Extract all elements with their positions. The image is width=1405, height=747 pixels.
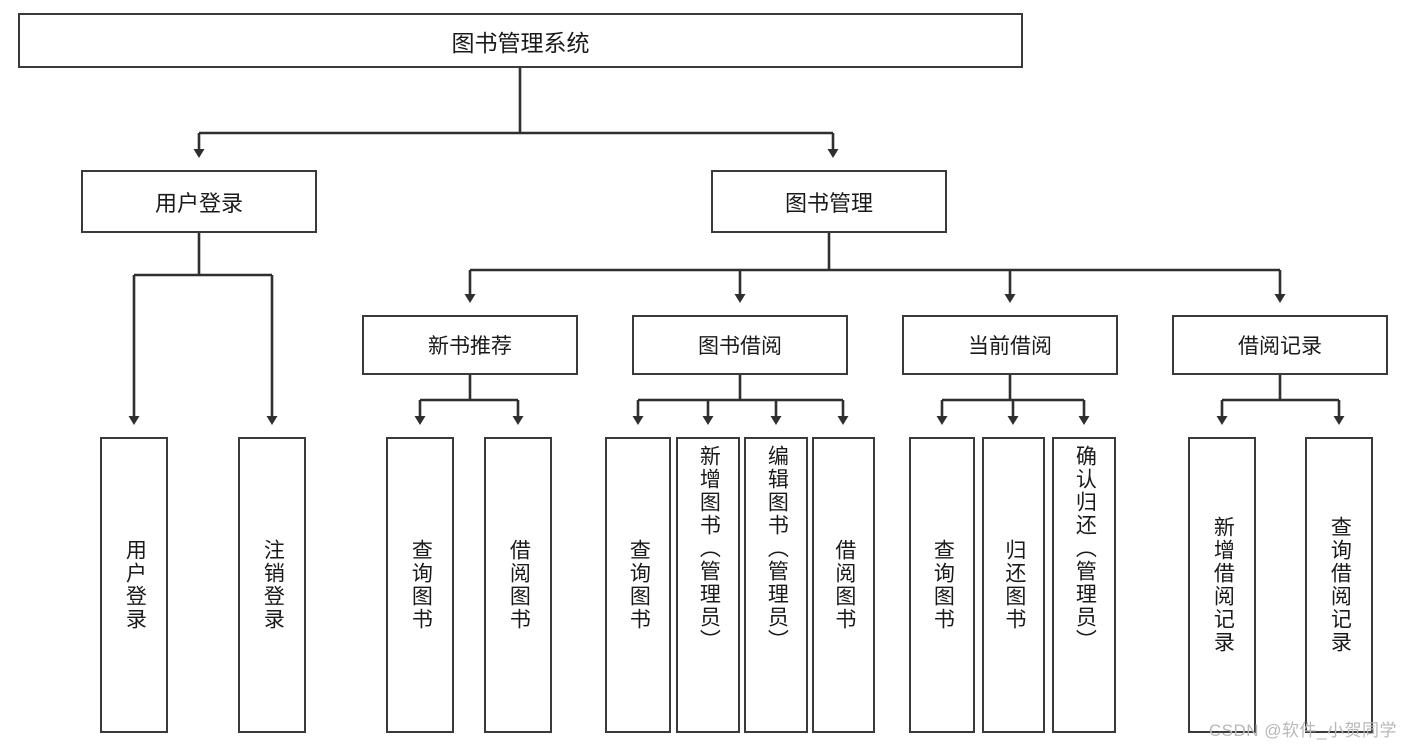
node-label: 用户登录 bbox=[154, 190, 243, 216]
leaf-logout-login[interactable]: 注销登录 bbox=[238, 437, 306, 733]
node-label: 查询图书 bbox=[931, 539, 955, 631]
node-label: 借阅图书 bbox=[507, 539, 531, 631]
leaf-borrow-book-borrow[interactable]: 借阅图书 bbox=[812, 437, 875, 733]
node-label: 查询图书 bbox=[409, 539, 433, 631]
leaf-query-book-current[interactable]: 查询图书 bbox=[909, 437, 975, 733]
node-label: 图书管理系统 bbox=[451, 29, 590, 56]
node-label: 当前借阅 bbox=[968, 335, 1052, 358]
node-new-book-recommend[interactable]: 新书推荐 bbox=[362, 315, 578, 375]
node-book-manage[interactable]: 图书管理 bbox=[711, 170, 947, 233]
node-book-borrow[interactable]: 图书借阅 bbox=[632, 315, 848, 375]
node-label: 查询借阅记录 bbox=[1328, 516, 1352, 654]
node-label: 归还图书 bbox=[1002, 539, 1026, 631]
node-label: 借阅记录 bbox=[1238, 335, 1322, 358]
leaf-return-book[interactable]: 归还图书 bbox=[982, 437, 1045, 733]
node-label: 图书借阅 bbox=[698, 335, 782, 358]
leaf-query-borrow-record[interactable]: 查询借阅记录 bbox=[1305, 437, 1373, 733]
node-label: 新书推荐 bbox=[428, 335, 512, 358]
node-user-login[interactable]: 用户登录 bbox=[81, 170, 317, 233]
leaf-borrow-book-newbook[interactable]: 借阅图书 bbox=[484, 437, 552, 733]
node-label: 用户登录 bbox=[123, 539, 147, 631]
node-current-borrow[interactable]: 当前借阅 bbox=[902, 315, 1118, 375]
leaf-query-book-newbook[interactable]: 查询图书 bbox=[386, 437, 454, 733]
node-label: 借阅图书 bbox=[832, 539, 856, 631]
node-label: 注销登录 bbox=[261, 539, 285, 631]
node-label: 编辑图书（管理员） bbox=[765, 445, 789, 652]
node-label: 查询图书 bbox=[627, 539, 651, 631]
node-label: 新增图书（管理员） bbox=[697, 445, 721, 652]
node-label: 确认归还（管理员） bbox=[1073, 445, 1097, 652]
node-label: 新增借阅记录 bbox=[1211, 516, 1235, 654]
leaf-edit-book-admin[interactable]: 编辑图书（管理员） bbox=[744, 437, 808, 733]
leaf-confirm-return-admin[interactable]: 确认归还（管理员） bbox=[1052, 437, 1116, 733]
leaf-add-borrow-record[interactable]: 新增借阅记录 bbox=[1188, 437, 1256, 733]
leaf-add-book-admin[interactable]: 新增图书（管理员） bbox=[676, 437, 740, 733]
leaf-query-book-borrow[interactable]: 查询图书 bbox=[605, 437, 671, 733]
node-label: 图书管理 bbox=[784, 190, 873, 216]
node-borrow-record[interactable]: 借阅记录 bbox=[1172, 315, 1388, 375]
node-book-management-system[interactable]: 图书管理系统 bbox=[18, 13, 1023, 68]
leaf-user-login[interactable]: 用户登录 bbox=[100, 437, 168, 733]
watermark-text: CSDN @软件_小贺同学 bbox=[1208, 721, 1397, 740]
